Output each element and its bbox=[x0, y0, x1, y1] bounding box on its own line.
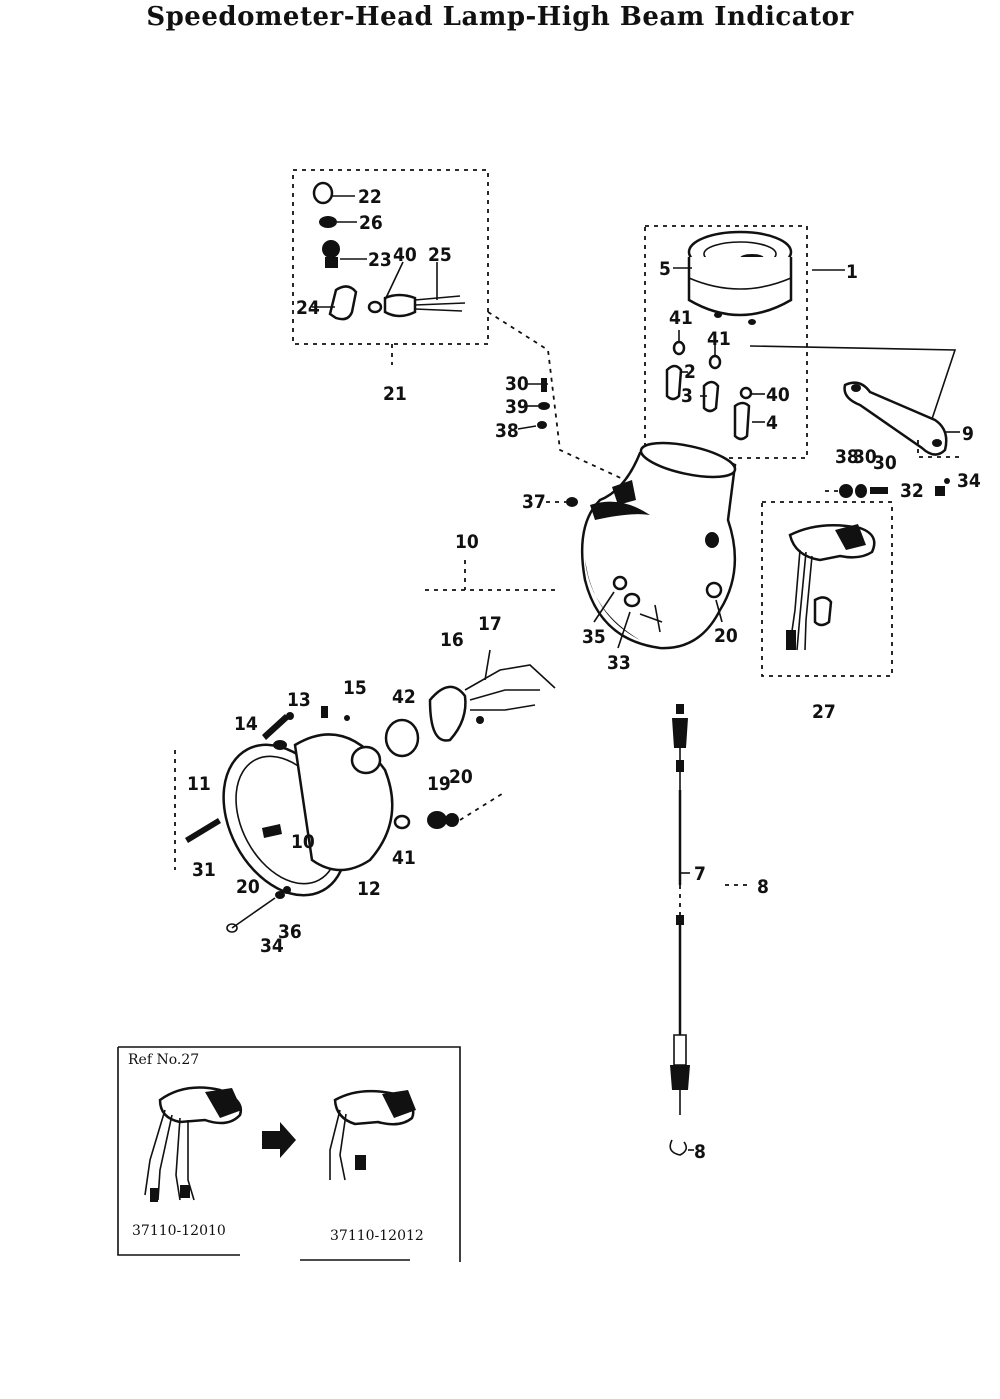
callout-30: 30 bbox=[505, 373, 529, 395]
callout-23: 23 bbox=[368, 249, 392, 271]
callout-22: 22 bbox=[358, 186, 382, 208]
callout-16: 16 bbox=[440, 629, 464, 651]
headlamp-assembly-10 bbox=[174, 560, 560, 933]
callout-39: 39 bbox=[505, 396, 529, 418]
callout-20b: 20 bbox=[449, 766, 473, 788]
callout-21: 21 bbox=[383, 383, 407, 405]
callout-13: 13 bbox=[287, 689, 311, 711]
callout-30c: 30 bbox=[873, 452, 897, 474]
callout-26: 26 bbox=[359, 212, 383, 234]
callout-2: 2 bbox=[684, 361, 696, 383]
callout-41c: 41 bbox=[392, 847, 416, 869]
callout-3: 3 bbox=[681, 385, 693, 407]
headlamp-housing bbox=[566, 441, 737, 650]
callout-30b: 30 bbox=[853, 446, 877, 468]
right-arrow-icon bbox=[262, 1122, 296, 1158]
callout-17: 17 bbox=[478, 613, 502, 635]
callout-10b: 10 bbox=[291, 831, 315, 853]
callout-12: 12 bbox=[357, 878, 381, 900]
callout-14: 14 bbox=[234, 713, 258, 735]
switch-group-27 bbox=[761, 501, 893, 677]
callout-11: 11 bbox=[187, 773, 211, 795]
callout-1: 1 bbox=[846, 261, 858, 283]
callout-4: 4 bbox=[766, 412, 778, 434]
speedometer-cable-7 bbox=[669, 704, 752, 1156]
hardware-left bbox=[517, 378, 550, 430]
page-title: Speedometer-Head Lamp-High Beam Indicato… bbox=[146, 2, 854, 32]
callout-19: 19 bbox=[427, 773, 451, 795]
callout-15: 15 bbox=[343, 677, 367, 699]
old-part-number: 37110-12010 bbox=[132, 1223, 226, 1239]
callout-41b: 41 bbox=[707, 328, 731, 350]
callout-38: 38 bbox=[495, 420, 519, 442]
callout-5: 5 bbox=[659, 258, 671, 280]
ref-box-heading: Ref No.27 bbox=[128, 1052, 199, 1068]
callout-40b: 40 bbox=[766, 384, 790, 406]
speedometer-group-1 bbox=[644, 225, 845, 459]
callout-31: 31 bbox=[192, 859, 216, 881]
callout-33: 33 bbox=[607, 652, 631, 674]
callout-34: 34 bbox=[957, 470, 981, 492]
callout-38b: 38 bbox=[835, 446, 859, 468]
callout-42: 42 bbox=[392, 686, 416, 708]
callout-10: 10 bbox=[455, 531, 479, 553]
callout-9: 9 bbox=[962, 423, 974, 445]
callout-37: 37 bbox=[522, 491, 546, 513]
new-part-number: 37110-12012 bbox=[330, 1228, 424, 1244]
callout-7: 7 bbox=[694, 863, 706, 885]
callout-20c: 20 bbox=[236, 876, 260, 898]
callout-24: 24 bbox=[296, 297, 320, 319]
callout-8: 8 bbox=[757, 876, 769, 898]
bracket-9 bbox=[843, 381, 960, 458]
ref-box bbox=[117, 1046, 461, 1262]
callout-35: 35 bbox=[582, 626, 606, 648]
callout-40: 40 bbox=[393, 244, 417, 266]
callout-20: 20 bbox=[714, 625, 738, 647]
callout-41: 41 bbox=[669, 307, 693, 329]
callout-32: 32 bbox=[900, 480, 924, 502]
hardware-right bbox=[825, 478, 950, 498]
callout-34b: 34 bbox=[260, 935, 284, 957]
callout-8b: 8 bbox=[694, 1141, 706, 1163]
callout-25: 25 bbox=[428, 244, 452, 266]
callout-27: 27 bbox=[812, 701, 836, 723]
callout-36: 36 bbox=[278, 921, 302, 943]
bulb-socket-group-21 bbox=[292, 169, 489, 365]
